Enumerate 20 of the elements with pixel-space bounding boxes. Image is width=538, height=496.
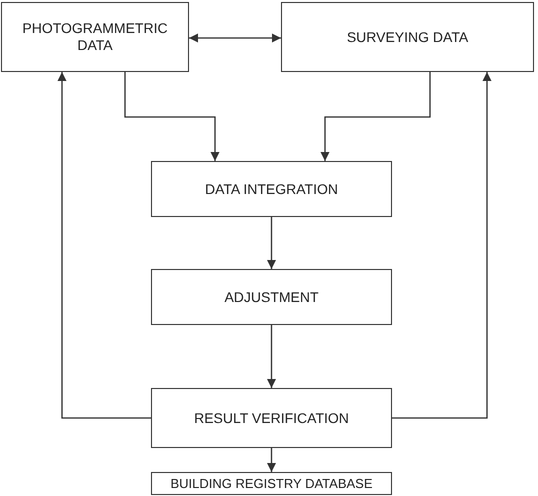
arrow: [124, 72, 220, 161]
process-box: [151, 472, 392, 495]
box-label: ADJUSTMENT: [224, 288, 319, 306]
process-box: [281, 2, 534, 72]
process-box: [151, 161, 392, 217]
arrow: [267, 448, 276, 472]
arrow: [267, 325, 276, 388]
process-box: [151, 269, 392, 325]
box-label: PHOTOGRAMMETRIC DATA: [21, 20, 169, 54]
arrow: [320, 72, 431, 161]
arrow: [58, 72, 151, 419]
box-label: DATA INTEGRATION: [204, 180, 338, 198]
arrow: [392, 72, 492, 419]
arrow: [267, 217, 276, 269]
box-label: SURVEYING DATA: [346, 28, 468, 46]
arrow: [189, 34, 281, 42]
box-label: RESULT VERIFICATION: [194, 410, 349, 426]
process-box: [1, 2, 189, 72]
process-box: [151, 388, 392, 448]
box-label: BUILDING REGISTRY DATABASE: [170, 477, 373, 490]
